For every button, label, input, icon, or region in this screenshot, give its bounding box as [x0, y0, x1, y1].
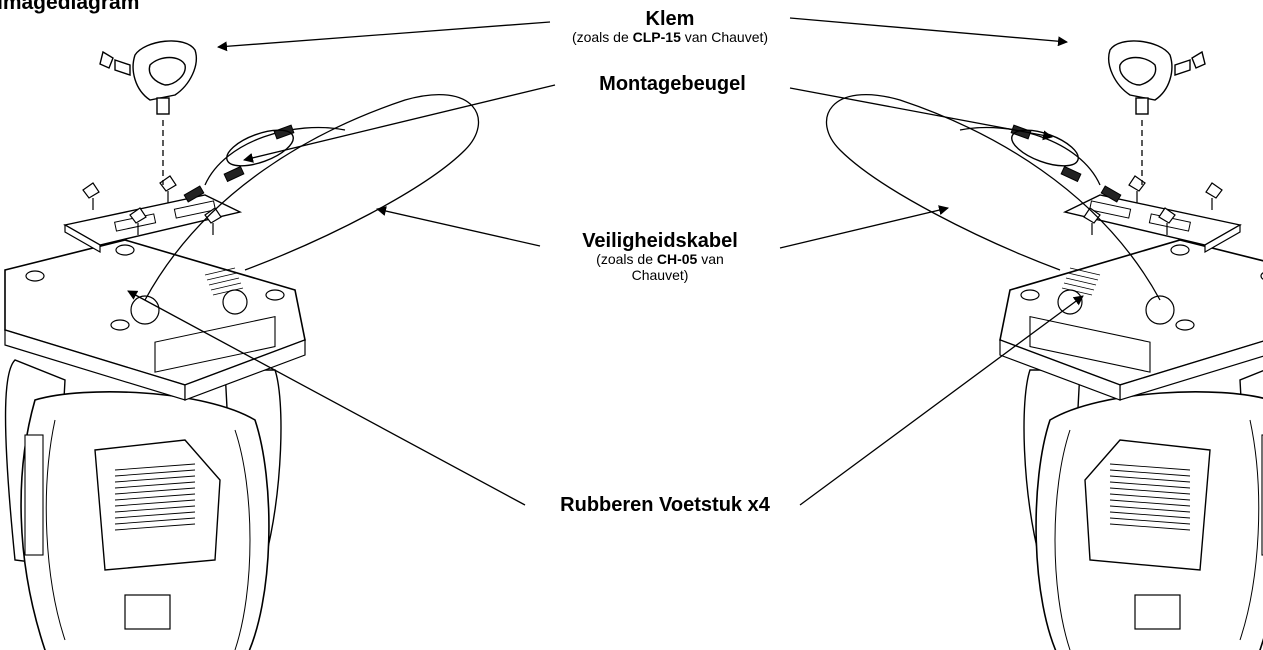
label-safety-cable: Veiligheidskabel (zoals de CH-05 van Cha…: [540, 230, 780, 284]
arrow-clamp-right: [789, 17, 1068, 47]
arrow-feet-right: [799, 295, 1084, 506]
arrow-clamp-left: [217, 21, 551, 52]
arrow-bracket-right: [789, 87, 1053, 141]
fixture-right: [825, 40, 1263, 650]
fixture-left: [4, 40, 480, 650]
label-bracket: Montagebeugel: [599, 73, 746, 95]
label-safety-sub: (zoals de CH-05 van: [540, 252, 780, 268]
label-clamp-sub: (zoals de CLP-15 van Chauvet): [540, 30, 800, 46]
label-clamp-title: Klem: [645, 8, 695, 30]
label-rubber-feet: Rubberen Voetstuk x4: [560, 494, 770, 516]
diagram-heading: Imagediagram: [0, 0, 140, 14]
label-safety-sub-prefix: (zoals de: [596, 251, 657, 268]
arrow-bracket-left: [243, 84, 556, 163]
label-clamp: Klem (zoals de CLP-15 van Chauvet): [540, 8, 800, 46]
arrow-safety-right: [779, 205, 949, 249]
label-safety-sub-suffix: van: [697, 251, 724, 268]
label-clamp-model: CLP-15: [632, 29, 681, 46]
arrow-feet-left: [127, 290, 526, 506]
label-clamp-sub-suffix: van Chauvet): [680, 29, 769, 46]
arrow-safety-left: [376, 206, 541, 247]
callout-arrows: [127, 17, 1084, 506]
label-safety-sub-line2: Chauvet): [631, 267, 689, 284]
label-clamp-sub-prefix: (zoals de: [571, 29, 633, 46]
label-safety-model: CH-05: [656, 251, 698, 268]
label-safety-title: Veiligheidskabel: [582, 230, 738, 252]
